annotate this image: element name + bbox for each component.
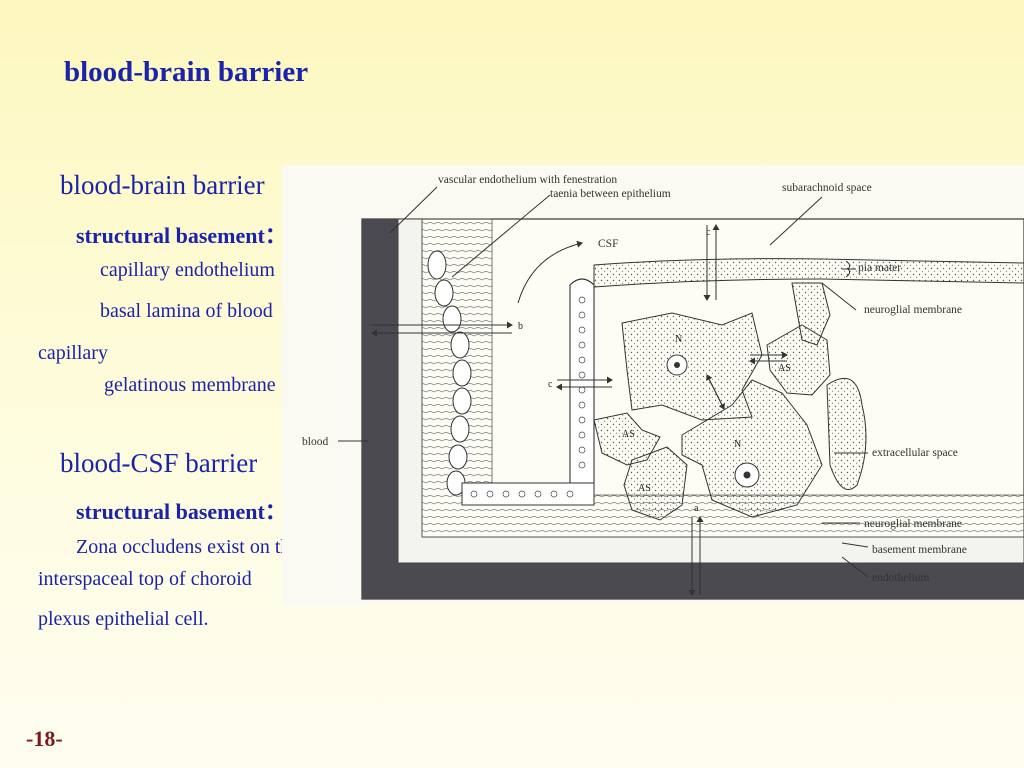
- label-subarachnoid: subarachnoid space: [782, 182, 872, 194]
- label-endothelium: endothelium: [872, 572, 930, 584]
- bcsf-line-2: interspaceal top of choroid: [38, 568, 252, 590]
- marker-c-top: c: [706, 227, 711, 238]
- marker-n2: N: [734, 439, 741, 450]
- bcsf-structure-label: structural basement：: [76, 499, 287, 524]
- label-pia-mater: pia mater: [858, 262, 901, 274]
- epithelial-cells-vertical: [427, 250, 472, 496]
- bbb-item-capillary: capillary: [38, 342, 108, 364]
- bcsf-line-1: Zona occludens exist on the: [76, 536, 300, 558]
- neuron-2: [681, 379, 823, 518]
- barrier-diagram: vascular endothelium with fenestration t…: [282, 165, 1024, 605]
- astrocyte-stalk: [791, 282, 831, 346]
- marker-as2: AS: [638, 483, 651, 494]
- marker-b: b: [518, 321, 523, 332]
- label-taenia: taenia between epithelium: [550, 188, 671, 200]
- bbb-heading: blood-brain barrier: [60, 170, 265, 200]
- bcsf-heading: blood-CSF barrier: [60, 448, 258, 478]
- bbb-item-gelatinous-membrane: gelatinous membrane: [104, 374, 276, 396]
- astrocyte-1: [593, 412, 661, 466]
- label-basement: basement membrane: [872, 544, 967, 556]
- astrocyte-2: [623, 446, 688, 521]
- barrier-diagram-svg: vascular endothelium with fenestration t…: [302, 174, 1024, 600]
- bbb-structure-label: structural basement：: [76, 223, 287, 248]
- marker-n1: N: [675, 334, 682, 345]
- bbb-item-basal-lamina: basal lamina of blood: [100, 300, 273, 322]
- pia-mater-band: [593, 258, 1024, 288]
- marker-as3: AS: [778, 363, 791, 374]
- label-neuroglial-top: neuroglial membrane: [864, 304, 962, 316]
- page-number: -18-: [26, 726, 63, 751]
- label-neuroglial-bottom: neuroglial membrane: [864, 518, 962, 530]
- label-csf: CSF: [598, 238, 618, 250]
- blood-region: [362, 219, 398, 599]
- bbb-item-capillary-endothelium: capillary endothelium: [100, 259, 275, 281]
- bcsf-line-3: plexus epithelial cell.: [38, 608, 209, 630]
- capillary-horizontal: [461, 482, 595, 506]
- astrocyte-right: [826, 377, 867, 490]
- label-extracellular: extracellular space: [872, 447, 958, 459]
- marker-as1: AS: [622, 429, 635, 440]
- label-vascular-endothelium: vascular endothelium with fenestration: [438, 174, 617, 186]
- marker-c-left: c: [548, 379, 553, 390]
- marker-a: a: [694, 503, 699, 514]
- label-blood: blood: [302, 436, 328, 448]
- slide-title: blood-brain barrier: [64, 56, 309, 88]
- capillary-vertical: [569, 278, 595, 486]
